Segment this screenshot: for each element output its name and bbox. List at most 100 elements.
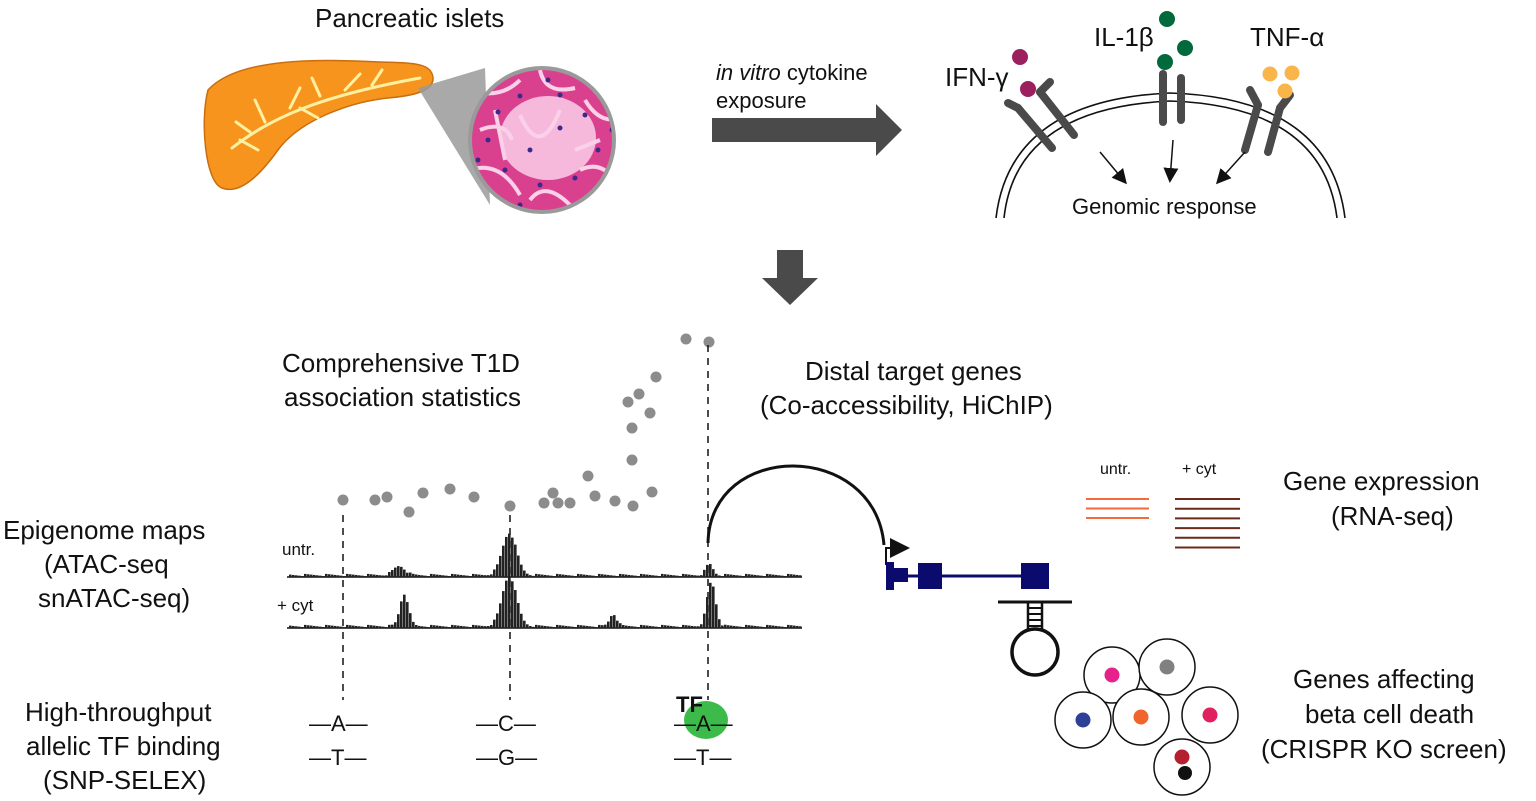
track-bar xyxy=(376,625,379,628)
track-bar xyxy=(772,625,775,628)
track-bar xyxy=(418,574,421,577)
expression-label-line2: (RNA-seq) xyxy=(1331,501,1454,531)
track-bar xyxy=(559,625,562,628)
track-bar xyxy=(784,627,787,628)
tf-binding-label-line1: High-throughput xyxy=(25,697,212,727)
track-bar xyxy=(595,576,598,577)
track-bar xyxy=(691,625,694,628)
track-bar xyxy=(769,625,772,628)
track-bar xyxy=(784,576,787,577)
track-bar xyxy=(748,625,751,628)
track-bar xyxy=(652,626,655,628)
track-bar xyxy=(643,574,646,577)
track-bar xyxy=(481,625,484,628)
exposure-label-italic: in vitro xyxy=(716,60,781,85)
association-dot xyxy=(703,336,715,348)
track-bar xyxy=(586,625,589,628)
epigenome-label-line3: snATAC-seq) xyxy=(38,583,191,613)
islet-magnified xyxy=(468,66,616,214)
tf-blob xyxy=(684,701,728,739)
association-dot xyxy=(337,494,349,506)
ifn-ligands xyxy=(1012,49,1036,97)
track-bar xyxy=(556,573,559,577)
distal-label-line2: (Co-accessibility, HiChIP) xyxy=(760,390,1053,420)
track-bar xyxy=(721,575,724,577)
track-bar xyxy=(712,569,715,577)
track-cytokine-label: + cyt xyxy=(277,596,314,615)
track-bar xyxy=(316,575,319,577)
track-bar xyxy=(343,576,346,577)
exposure-label-rest: cytokine xyxy=(780,60,868,85)
track-bar xyxy=(463,626,466,628)
expression-cyt-label: + cyt xyxy=(1182,461,1217,478)
track-bar xyxy=(427,576,430,577)
track-bar xyxy=(799,626,802,628)
track-bar xyxy=(733,625,736,628)
track-bar xyxy=(517,555,520,577)
track-bar xyxy=(751,625,754,628)
snp1-bottom-allele: —T— xyxy=(309,745,367,770)
track-bar xyxy=(316,626,319,628)
down-arrow xyxy=(762,250,818,305)
track-bar xyxy=(604,574,607,577)
track-bar xyxy=(673,575,676,577)
snp1-top-allele: —A— xyxy=(309,711,368,736)
crispr-cell-nucleus xyxy=(1075,712,1091,728)
track-bar xyxy=(697,626,700,628)
track-bar xyxy=(757,575,760,577)
track-bar xyxy=(541,625,544,628)
track-bar xyxy=(337,626,340,628)
track-bar xyxy=(733,574,736,577)
track-bar xyxy=(661,624,664,628)
track-bar xyxy=(304,573,307,577)
track-bar xyxy=(781,575,784,577)
track-bar xyxy=(601,625,604,628)
track-bar xyxy=(619,623,622,628)
snp2-top-allele: —C— xyxy=(476,711,536,736)
track-bar xyxy=(292,625,295,628)
track-bar xyxy=(700,575,703,577)
track-bar xyxy=(451,573,454,577)
signal-arrows xyxy=(1099,139,1246,185)
track-bar xyxy=(589,575,592,577)
ifn-receptor xyxy=(1004,78,1078,152)
track-bar xyxy=(661,573,664,577)
track-bar xyxy=(487,626,490,628)
association-dot xyxy=(633,388,645,400)
track-bar xyxy=(364,576,367,577)
track-bar xyxy=(373,574,376,577)
track-bar xyxy=(523,570,526,577)
track-bar xyxy=(748,574,751,577)
track-bar xyxy=(547,575,550,577)
track-bar xyxy=(445,575,448,577)
track-bar xyxy=(457,574,460,577)
track-bar xyxy=(448,627,451,628)
track-bar xyxy=(448,576,451,577)
track-bar xyxy=(310,574,313,577)
tf-binding-label-line2: allelic TF binding xyxy=(26,731,221,761)
track-bar xyxy=(547,626,550,628)
track-bar xyxy=(667,625,670,628)
track-bar xyxy=(460,574,463,577)
track-bar xyxy=(334,625,337,628)
track-bar xyxy=(502,545,505,577)
track-bar xyxy=(409,572,412,577)
track-bar xyxy=(424,626,427,628)
track-bar xyxy=(745,573,748,577)
track-bar xyxy=(376,574,379,577)
association-dot xyxy=(644,407,656,419)
track-bar xyxy=(499,603,502,628)
track-bar xyxy=(616,576,619,577)
association-dot xyxy=(538,497,550,509)
track-bar xyxy=(403,594,406,628)
track-bar xyxy=(394,622,397,628)
track-bar xyxy=(646,625,649,628)
track-bar xyxy=(511,581,514,628)
track-bar xyxy=(538,574,541,577)
track-bar xyxy=(343,627,346,628)
association-dot xyxy=(468,491,480,503)
track-bar xyxy=(346,624,349,628)
expression-untr-label: untr. xyxy=(1100,461,1132,478)
association-dot xyxy=(650,371,662,383)
track-bar xyxy=(340,575,343,577)
